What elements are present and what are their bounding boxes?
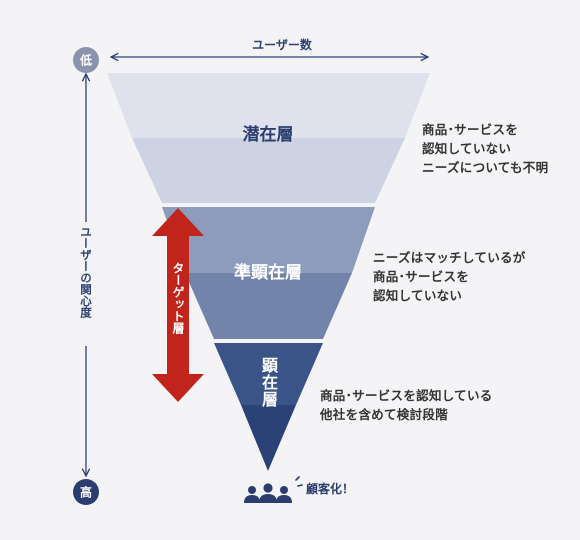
- aware-layer-title: 顕在層: [259, 357, 278, 408]
- semi-aware-desc-line-1: ニーズはマッチしているが: [373, 250, 526, 265]
- aware-layer-description: 商品･サービスを認知している 他社を含めて検討段階: [320, 386, 493, 424]
- aware-desc-line-2: 他社を含めて検討段階: [320, 407, 449, 422]
- sparkle-icon: [295, 476, 303, 487]
- semi-aware-layer-title: 準顕在層: [234, 262, 302, 283]
- latent-layer-top-band: [107, 73, 430, 138]
- semi-aware-layer-top-band: [162, 207, 375, 273]
- latent-desc-line-1: 商品･サービスを: [422, 122, 519, 137]
- aware-desc-line-1: 商品･サービスを認知している: [320, 388, 493, 403]
- latent-layer-bottom-band: [132, 138, 405, 203]
- latent-layer-description: 商品･サービスを 認知していない ニーズについても不明: [422, 120, 548, 177]
- target-layer-label: ターゲット層: [171, 262, 185, 334]
- high-badge-label: 高: [80, 485, 92, 500]
- latent-desc-line-3: ニーズについても不明: [422, 160, 549, 175]
- high-badge: [73, 479, 99, 505]
- semi-aware-desc-line-3: 認知していない: [373, 288, 463, 303]
- people-group-icon: [244, 483, 292, 503]
- interest-axis-label: ユーザーの関心度: [79, 226, 93, 318]
- latent-layer-title: 潜在層: [243, 124, 294, 145]
- latent-desc-line-2: 認知していない: [422, 141, 512, 156]
- customer-acquired-label: 顧客化！: [306, 481, 354, 496]
- semi-aware-layer-bottom-band: [185, 273, 352, 339]
- low-badge-label: 低: [79, 53, 92, 68]
- aware-layer-top-band: [214, 343, 323, 405]
- user-count-label: ユーザー数: [252, 37, 313, 52]
- target-layer-arrow: [152, 208, 204, 402]
- low-badge: [73, 47, 99, 73]
- aware-layer-bottom-band: [241, 405, 296, 471]
- semi-aware-desc-line-2: 商品･サービスを: [373, 269, 470, 284]
- semi-aware-layer-description: ニーズはマッチしているが 商品･サービスを 認知していない: [373, 248, 526, 305]
